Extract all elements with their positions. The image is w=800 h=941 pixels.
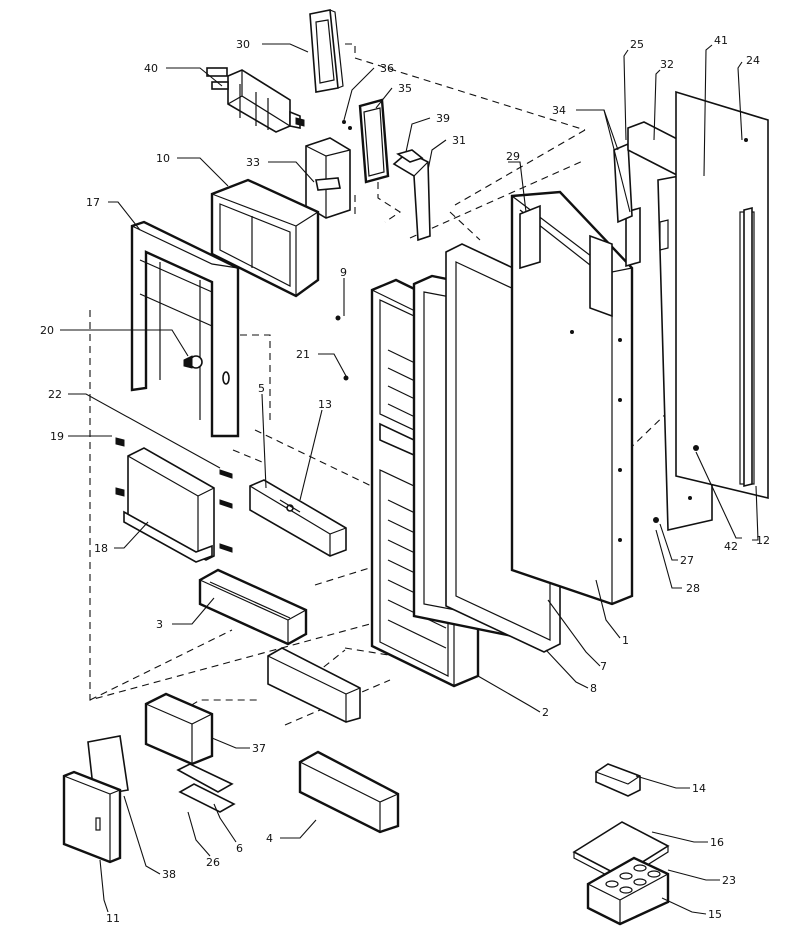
callout-28: 28 bbox=[686, 582, 700, 595]
part-20-switch bbox=[183, 355, 203, 369]
callout-35: 35 bbox=[398, 82, 412, 95]
fastener-dots bbox=[335, 138, 748, 523]
part-34-hinge-bracket bbox=[613, 142, 641, 268]
callout-2: 2 bbox=[542, 706, 549, 719]
callout-labels: 30 40 36 35 39 31 10 33 17 20 9 21 22 5 … bbox=[40, 34, 770, 925]
callout-11: 11 bbox=[106, 912, 120, 925]
callout-5: 5 bbox=[258, 382, 265, 395]
part-30-dispenser-bezel bbox=[309, 9, 344, 93]
callout-18: 18 bbox=[94, 542, 108, 555]
callout-7: 7 bbox=[600, 660, 607, 673]
callout-30: 30 bbox=[236, 38, 250, 51]
callout-39: 39 bbox=[436, 112, 450, 125]
callout-42: 42 bbox=[724, 540, 738, 553]
callout-9: 9 bbox=[340, 266, 347, 279]
callout-15: 15 bbox=[708, 908, 722, 921]
callout-20: 20 bbox=[40, 324, 54, 337]
callout-10: 10 bbox=[156, 152, 170, 165]
part-24-back-panel bbox=[675, 90, 769, 500]
part-6-bin-drawer bbox=[176, 763, 236, 813]
callout-3: 3 bbox=[156, 618, 163, 631]
part-37-bin-frame bbox=[144, 692, 214, 766]
callout-34: 34 bbox=[552, 104, 566, 117]
callout-8: 8 bbox=[590, 682, 597, 695]
part-4-door-bin bbox=[298, 750, 400, 834]
callout-32: 32 bbox=[660, 58, 674, 71]
callout-36: 36 bbox=[380, 62, 394, 75]
callout-33: 33 bbox=[246, 156, 260, 169]
callout-37: 37 bbox=[252, 742, 266, 755]
callout-31: 31 bbox=[452, 134, 466, 147]
callout-38: 38 bbox=[162, 868, 176, 881]
leader-lines bbox=[60, 43, 759, 915]
part-5-guide bbox=[249, 479, 347, 557]
part-1-outer-door bbox=[510, 190, 634, 606]
callout-25: 25 bbox=[630, 38, 644, 51]
part-23-ice-tray bbox=[586, 856, 670, 926]
callout-16: 16 bbox=[710, 836, 724, 849]
callout-1: 1 bbox=[622, 634, 629, 647]
part-17-door-panel bbox=[130, 220, 240, 438]
callout-29: 29 bbox=[506, 150, 520, 163]
part-3-door-shelf bbox=[198, 568, 308, 646]
callout-27: 27 bbox=[680, 554, 694, 567]
callout-13: 13 bbox=[318, 398, 332, 411]
callout-41: 41 bbox=[714, 34, 728, 47]
callout-14: 14 bbox=[692, 782, 706, 795]
part-31-lever bbox=[392, 149, 431, 242]
callout-6: 6 bbox=[236, 842, 243, 855]
callout-17: 17 bbox=[86, 196, 100, 209]
callout-23: 23 bbox=[722, 874, 736, 887]
part-2-shelf bbox=[267, 647, 361, 723]
part-14-tray bbox=[595, 763, 641, 797]
callout-21: 21 bbox=[296, 348, 310, 361]
callout-26: 26 bbox=[206, 856, 220, 869]
part-11-small-door bbox=[62, 770, 122, 864]
callout-4: 4 bbox=[266, 832, 273, 845]
part-33-chute bbox=[305, 137, 351, 219]
callout-40: 40 bbox=[144, 62, 158, 75]
part-35-dispenser-frame bbox=[342, 98, 390, 184]
assembly-guide-lines bbox=[89, 43, 726, 731]
part-18-door-liner-block bbox=[115, 437, 233, 563]
callout-19: 19 bbox=[50, 430, 64, 443]
part-12-trim-strip bbox=[743, 206, 753, 488]
callout-22: 22 bbox=[48, 388, 62, 401]
callout-24: 24 bbox=[746, 54, 760, 67]
callout-12: 12 bbox=[756, 534, 770, 547]
part-40-motor-assembly bbox=[206, 67, 305, 133]
